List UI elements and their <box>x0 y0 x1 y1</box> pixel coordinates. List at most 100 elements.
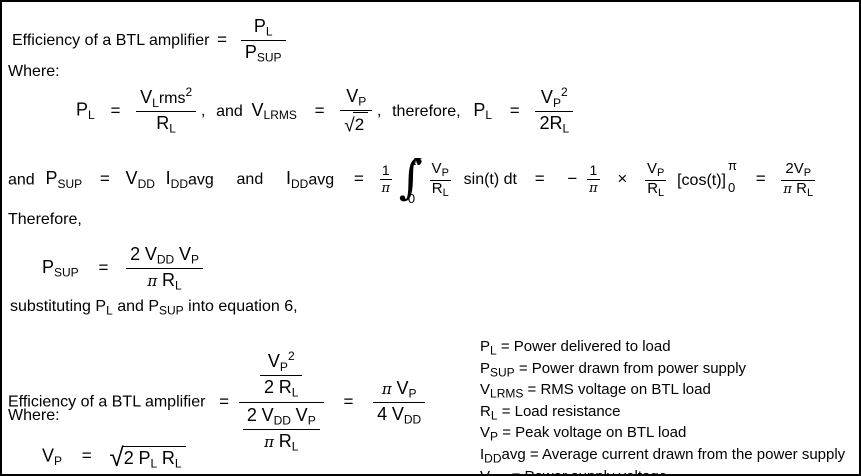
equals-sign: = <box>353 169 364 189</box>
fraction-denominator: π RL <box>781 179 816 199</box>
equation-efficiency-final: Efficiency of a BTL amplifier = VP2 2 RL <box>8 349 426 454</box>
radical-sqrt-2: √2 <box>344 112 369 137</box>
fraction-2vp-over-pi-rl: 2VP π RL <box>781 160 816 199</box>
equation-efficiency-definition: Efficiency of a BTL amplifier = PL PSUP <box>12 16 286 65</box>
fraction-numerator: 2 VDD VP <box>126 244 203 268</box>
and-label: and <box>216 102 243 120</box>
symbol-R: R <box>278 377 292 398</box>
fraction-vlrms-squared-over-rl: VLrms2 RL <box>136 85 197 136</box>
where-label-2: Where: <box>8 407 60 424</box>
legend-symbol-subscript: SUP <box>490 365 515 380</box>
symbol-V: V <box>140 87 153 108</box>
symbol-V: V <box>144 244 157 264</box>
legend-symbol-subscript: L <box>490 408 498 423</box>
radicand: 2 PL RL <box>121 445 186 471</box>
coefficient-2: 2 <box>785 160 794 178</box>
subscript-P: P <box>307 413 316 428</box>
fraction-numerator: 1 <box>381 162 390 179</box>
subscript-DD: DD <box>403 412 422 427</box>
substituting-text-3: into equation 6, <box>183 298 298 315</box>
subscript-SUP: SUP <box>256 50 282 65</box>
symbol-P: P <box>42 257 55 278</box>
fraction-numerator: VP2 <box>260 349 302 375</box>
symbol-pi: π <box>381 379 392 398</box>
fraction-numerator: VP <box>430 160 451 180</box>
substituting-label: substituting PL and PSUP into equation 6… <box>10 299 298 317</box>
subscript-P: P <box>657 167 665 180</box>
fraction-denominator: 2 RL <box>260 375 303 400</box>
equals-sign: = <box>343 391 354 411</box>
subscript-DD: DD <box>156 252 175 267</box>
radicand: 2 <box>352 112 369 134</box>
text-avg: avg <box>188 171 214 189</box>
symbol-R: R <box>431 179 443 197</box>
fraction-vp-squared-over-2rl: VP2 2RL <box>535 85 574 136</box>
symbol-R: R <box>156 113 170 134</box>
lower-limit: 0 <box>728 180 736 195</box>
subscript-L: L <box>291 385 299 400</box>
fraction-numerator: VP <box>340 86 372 110</box>
subscript-P: P <box>441 167 449 180</box>
legend-item: VDD = Power supply voltage <box>480 468 845 474</box>
coefficient-4: 4 <box>377 403 388 424</box>
subscript-L: L <box>562 121 570 136</box>
symbol-pi: π <box>147 272 158 291</box>
subscript-DD: DD <box>290 177 309 192</box>
equals-sign: = <box>99 169 110 189</box>
equals-sign: = <box>509 100 520 120</box>
therefore-label: Therefore, <box>8 211 82 228</box>
legend-item: VLRMS = RMS voltage on BTL load <box>480 381 845 403</box>
radical-sign: √ <box>344 115 355 137</box>
fraction-numerator: π VP <box>373 378 425 402</box>
efficiency-label-top: Efficiency of a BTL amplifier <box>12 32 210 50</box>
symbol-V: V <box>295 405 308 426</box>
fraction-vp-over-rl: VP RL <box>429 160 451 199</box>
coefficient-2: 2 <box>130 244 141 264</box>
subscript-P: P <box>358 94 367 109</box>
equation-psup-result: PSUP = 2 VDD VP π RL <box>42 244 203 293</box>
subscript-L: L <box>658 186 665 199</box>
symbol-pi: π <box>381 181 391 197</box>
equals-sign: = <box>219 391 230 411</box>
fraction-denominator: 2RL <box>535 111 574 136</box>
symbol-R: R <box>647 179 659 197</box>
subscript-L: L <box>152 95 159 110</box>
subscript-L: L <box>265 24 273 39</box>
subscript-P: P <box>803 167 812 180</box>
fraction-numerator: 1 <box>589 162 598 179</box>
equals-sign: = <box>98 258 109 278</box>
legend-item: RL = Load resistance <box>480 403 845 425</box>
legend-symbol-suffix: avg <box>501 445 526 463</box>
fraction-numerator: 2VP <box>781 160 815 180</box>
fraction-2vddvp-over-pirl: 2 VDD VP π RL <box>126 244 203 293</box>
subscript-DD: DD <box>273 413 291 428</box>
legend-description: = Average current drawn from the power s… <box>525 445 846 463</box>
subscript-P: P <box>279 359 288 374</box>
coefficient-2: 2 <box>246 405 257 426</box>
coefficient-2: 2 <box>539 113 550 134</box>
subscript-L: L <box>175 278 182 293</box>
fraction-denominator: π RL <box>126 268 203 293</box>
legend-symbol: V <box>480 424 491 442</box>
legend-symbol: V <box>480 468 490 474</box>
coefficient-2: 2 <box>123 447 134 468</box>
where-label-1: Where: <box>8 63 60 80</box>
legend-symbol-subscript: LRMS <box>490 386 524 401</box>
integral-lower-limit: 0 <box>407 191 416 206</box>
substituting-text-1: substituting P <box>10 298 107 315</box>
symbol-V: V <box>251 99 264 120</box>
symbol-pi: π <box>264 433 274 452</box>
symbol-V: V <box>42 445 55 466</box>
symbol-R: R <box>796 179 807 197</box>
equals-sign: = <box>81 446 92 466</box>
subscript-L: L <box>106 303 113 318</box>
subscript-L: L <box>174 456 182 471</box>
fraction-denominator: π <box>379 179 393 197</box>
symbol-P: P <box>45 168 58 189</box>
symbol-V: V <box>125 168 138 189</box>
legend-description: = Peak voltage on BTL load <box>498 424 687 442</box>
legend-description: = Power delivered to load <box>496 338 671 355</box>
equation-vp-definition: VP = √ 2 PL RL <box>42 444 186 470</box>
compound-fraction: VP2 2 RL 2 VDD VP π <box>238 349 324 454</box>
